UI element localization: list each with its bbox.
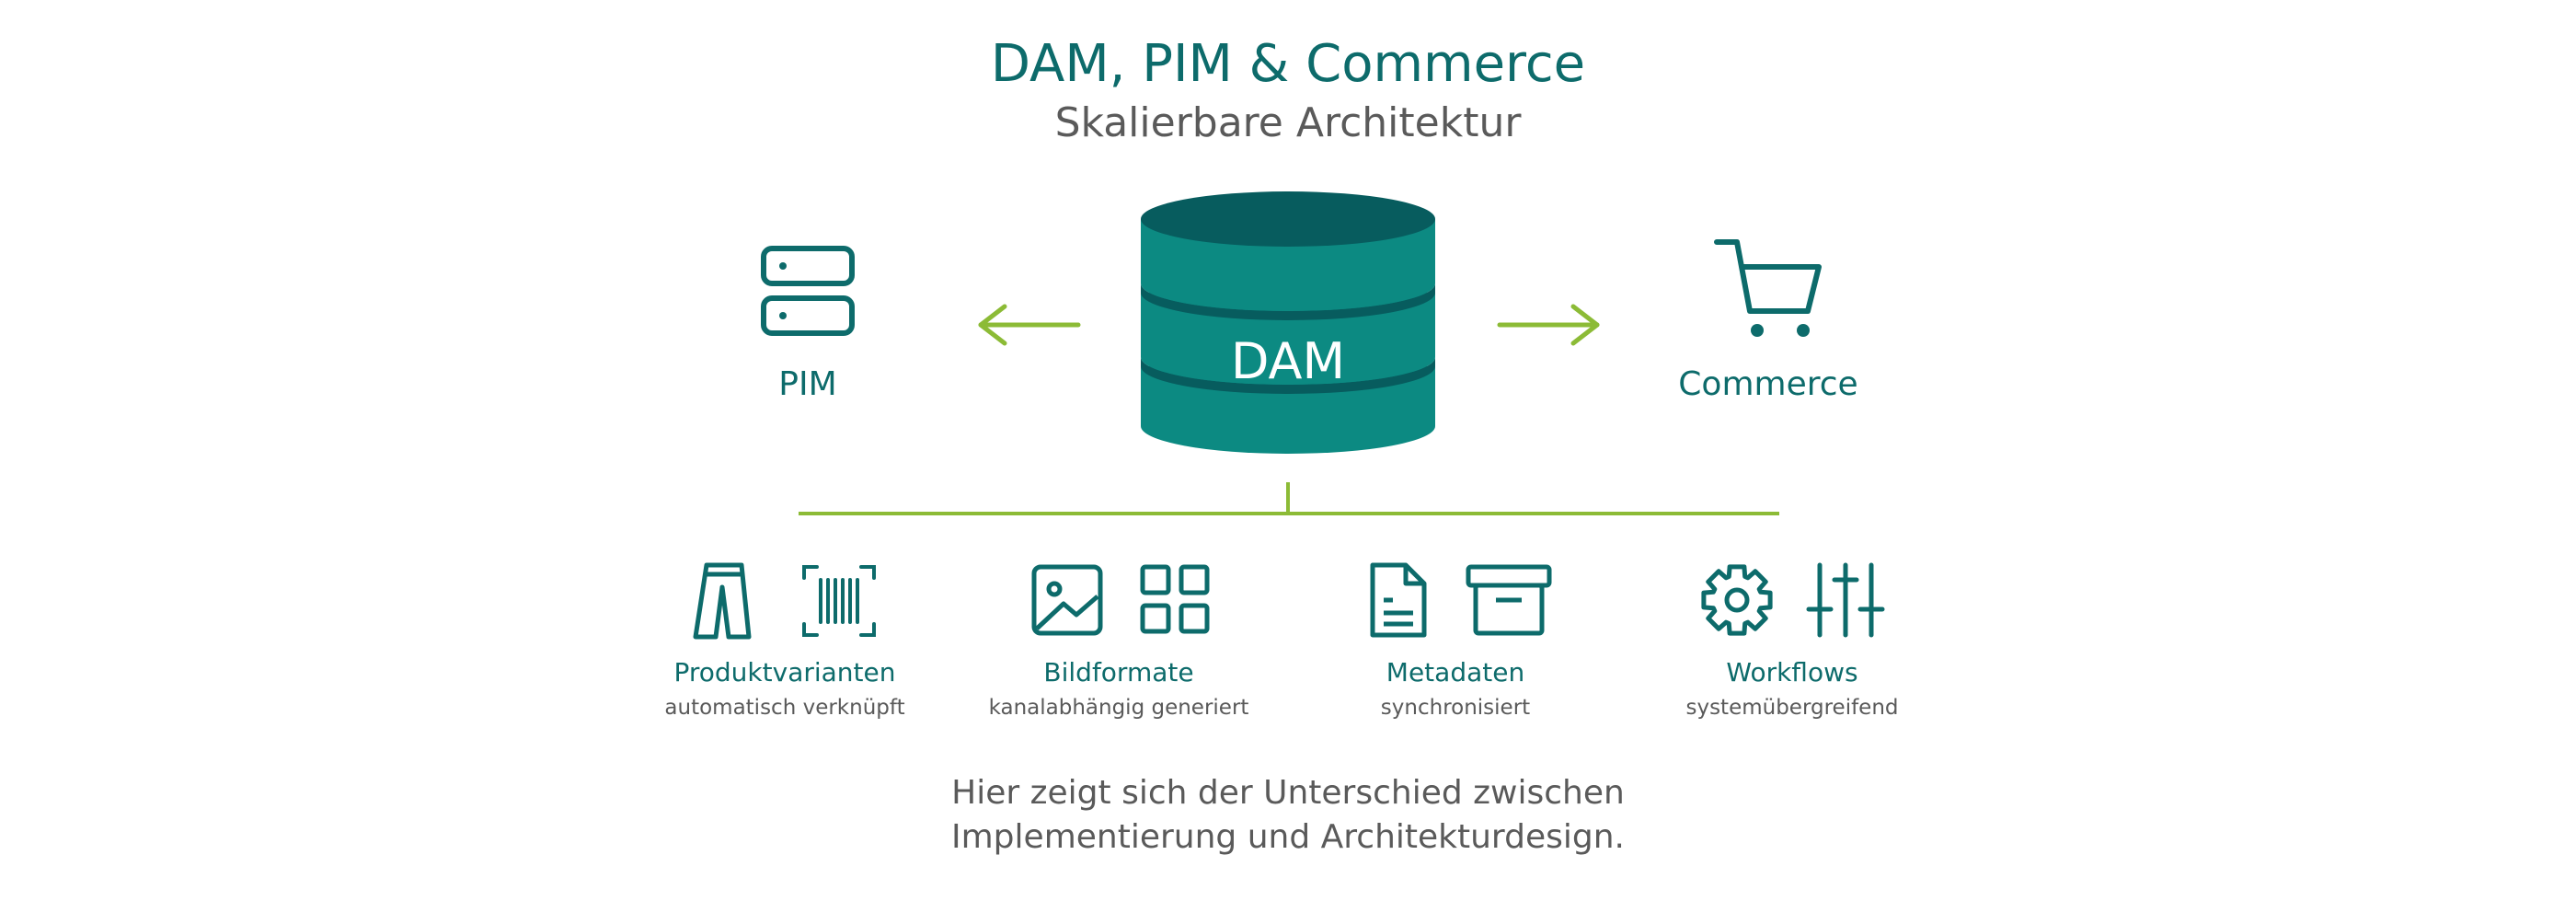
dam-database-icon [1141, 191, 1435, 454]
barcode-scan-icon [802, 565, 876, 637]
feature-title-workflows: Workflows [1726, 657, 1858, 687]
diagram-subtitle: Skalierbare Architektur [1054, 99, 1522, 146]
server-stack-icon [761, 246, 855, 336]
arrow-left [978, 304, 1081, 346]
image-icon [1031, 564, 1103, 636]
gear-icon [1701, 564, 1773, 636]
commerce-label: Commerce [1678, 365, 1858, 403]
feature-subtitle-produktvarianten: automatisch verknüpft [664, 696, 905, 720]
pim-label: PIM [778, 365, 837, 403]
diagram-title: DAM, PIM & Commerce [990, 34, 1586, 94]
pants-icon [693, 562, 752, 640]
feature-subtitle-metadaten: synchronisiert [1380, 696, 1531, 720]
shopping-cart-icon [1714, 239, 1822, 337]
feature-title-produktvarianten: Produktvarianten [673, 657, 896, 687]
feature-title-metadaten: Metadaten [1386, 657, 1525, 687]
dam-label: DAM [1230, 332, 1346, 390]
grid-icon [1140, 564, 1210, 634]
feature-title-bildformate: Bildformate [1043, 657, 1194, 687]
note-line-2: Implementierung und Architekturdesign. [951, 818, 1625, 856]
feature-subtitle-bildformate: kanalabhängig generiert [988, 696, 1249, 720]
note-line-1: Hier zeigt sich der Unterschied zwischen [951, 774, 1625, 812]
sliders-icon [1806, 562, 1885, 638]
arrow-right [1497, 304, 1600, 346]
archive-box-icon [1466, 564, 1552, 636]
document-icon [1370, 562, 1427, 638]
feature-subtitle-workflows: systemübergreifend [1685, 696, 1899, 720]
